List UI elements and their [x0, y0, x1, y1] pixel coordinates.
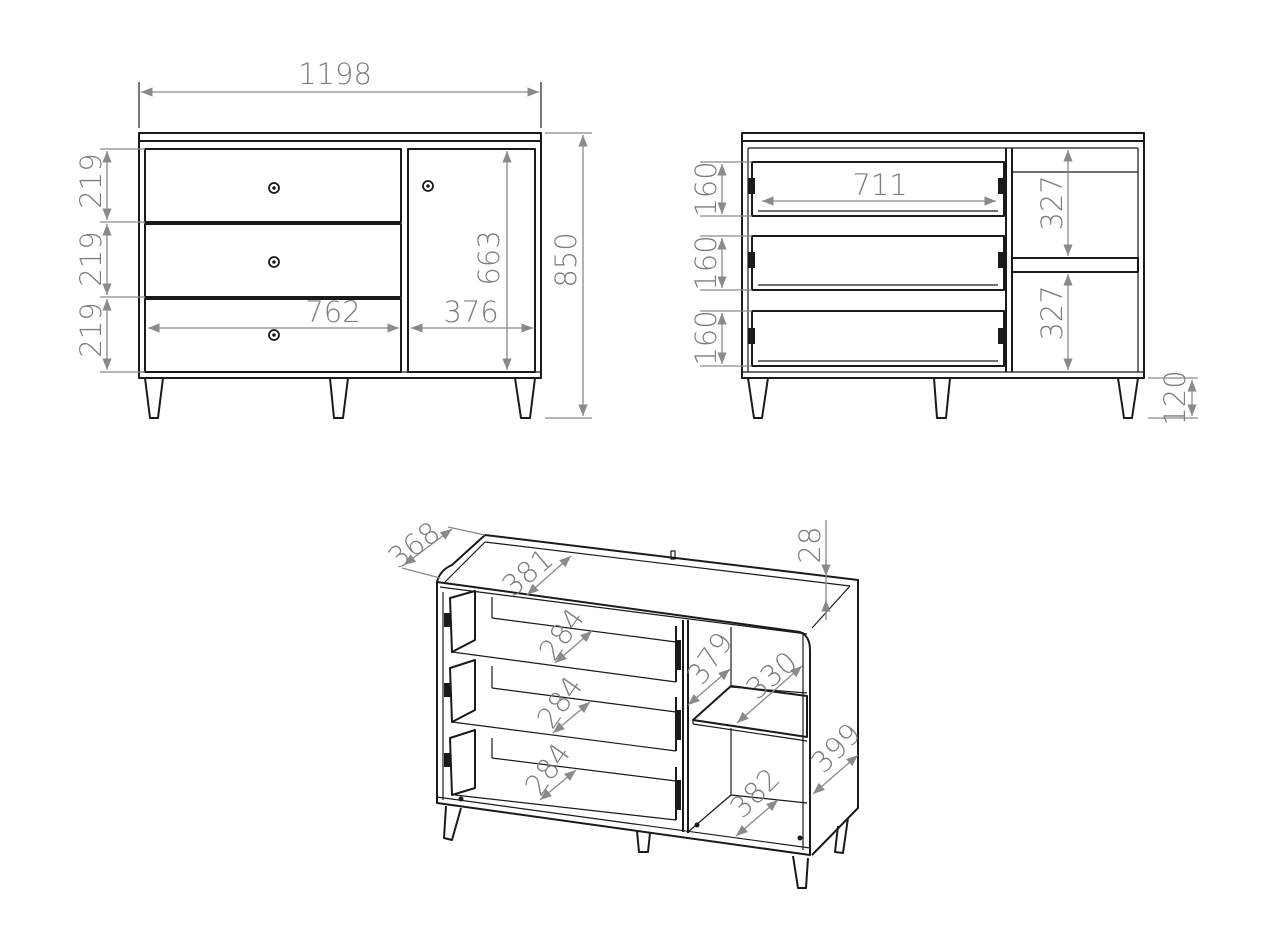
dim-top-thickness: 28 — [793, 527, 827, 564]
dim-depth: 368 — [382, 515, 447, 575]
leg — [792, 855, 809, 889]
dim-shelf-height: 327 — [1035, 175, 1069, 230]
dim-drawer-box-height: 160 — [689, 161, 723, 216]
dim-drawer-box-height: 160 — [689, 310, 723, 365]
drawer-box-1 — [449, 590, 677, 683]
dim-door-height: 663 — [472, 230, 506, 285]
drawer-front-3 — [144, 298, 402, 373]
isometric-view: 368 381 28 284 284 284 379 330 399 382 — [382, 515, 868, 889]
dim-leg-height: 120 — [1158, 370, 1192, 425]
dim-drawer-width: 762 — [305, 295, 360, 329]
door-front — [407, 148, 536, 373]
drawer-box-2 — [751, 235, 1005, 291]
dim-drawer-depth: 284 — [518, 737, 578, 802]
open-front-view: 160 160 160 711 327 327 120 — [689, 132, 1198, 426]
leg — [747, 377, 769, 419]
dim-drawer-height: 219 — [74, 153, 108, 208]
leg — [1117, 377, 1139, 419]
drawer-slide-icon — [444, 613, 803, 841]
drawer-box-3 — [751, 310, 1005, 367]
cabinet-body — [741, 132, 1145, 379]
leg — [636, 830, 651, 853]
dim-drawer-height: 219 — [74, 302, 108, 357]
front-view: 1198 219 219 219 762 376 663 850 — [74, 57, 592, 419]
leg — [514, 377, 536, 419]
dim-width: 1198 — [298, 57, 372, 91]
leg — [443, 805, 462, 841]
cabinet-body — [138, 132, 542, 379]
leg — [329, 377, 349, 419]
dim-shelf-height: 327 — [1035, 285, 1069, 340]
leg — [933, 377, 951, 419]
dim-drawer-depth: 284 — [532, 602, 592, 667]
dim-shelf-depth: 330 — [739, 645, 803, 707]
dim-drawer-height: 219 — [74, 231, 108, 286]
leg — [144, 377, 164, 419]
leg — [834, 817, 849, 854]
drawer-front-2 — [144, 223, 402, 298]
dim-bottom-depth: 382 — [723, 761, 786, 824]
dim-door-width: 376 — [443, 295, 498, 329]
drawer-box-3 — [449, 729, 677, 821]
shelf — [1011, 257, 1139, 273]
dim-drawer-inner-width: 711 — [852, 168, 907, 202]
dim-top-depth: 381 — [495, 542, 559, 604]
dim-drawer-depth: 284 — [530, 670, 590, 735]
front-frame — [436, 581, 811, 856]
drawer-front-1 — [144, 148, 402, 223]
drawer-box-2 — [449, 659, 677, 752]
dim-total-height: 850 — [549, 232, 583, 287]
drawer-slide-icon — [748, 178, 1005, 344]
dim-drawer-box-height: 160 — [689, 235, 723, 290]
